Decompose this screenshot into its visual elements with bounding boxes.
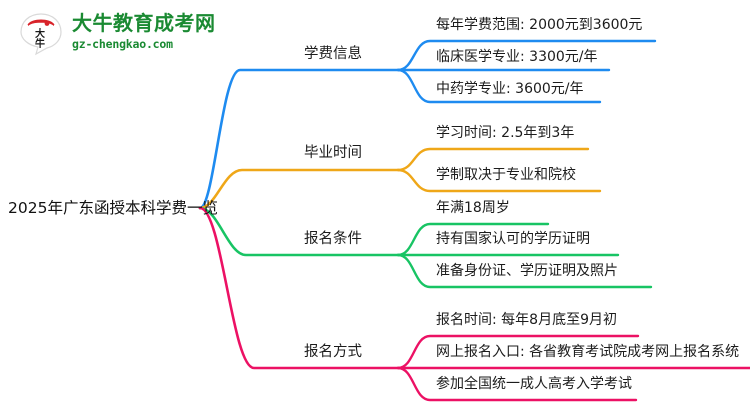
- branch-connector-3: [198, 206, 653, 289]
- leaf-label-3-1: 年满18周岁: [436, 200, 510, 216]
- leaf-label-1-2: 临床医学专业: 3300元/年: [436, 49, 598, 65]
- logo-brand-url: gz-chengkao.com: [72, 37, 173, 51]
- branch-label-3: 报名条件: [304, 231, 362, 247]
- logo-brand-name: 大牛教育成考网: [72, 11, 216, 35]
- leaf-label-2-1: 学习时间: 2.5年到3年: [436, 125, 575, 141]
- leaf-label-3-3: 准备身份证、学历证明及照片: [436, 263, 618, 279]
- svg-text:牛: 牛: [35, 37, 45, 50]
- branch-connector-4: [198, 206, 750, 402]
- leaf-label-3-2: 持有国家认可的学历证明: [436, 231, 590, 247]
- root-node-label: 2025年广东函授本科学费一览: [8, 199, 218, 217]
- leaf-label-1-3: 中药学专业: 3600元/年: [436, 81, 584, 97]
- leaf-label-4-2: 网上报名入口: 各省教育考试院成考网上报名系统: [436, 344, 740, 360]
- branch-connector-2: [198, 147, 602, 210]
- svg-text:大: 大: [35, 27, 45, 40]
- leaf-label-4-3: 参加全国统一成人高考入学考试: [436, 376, 632, 392]
- branch-label-1: 学费信息: [304, 46, 362, 62]
- branch-label-2: 毕业时间: [304, 145, 362, 161]
- logo-text-block: 大牛教育成考网 gz-chengkao.com: [72, 10, 252, 56]
- logo-mark-icon: 大 牛: [20, 13, 62, 56]
- branch-label-4: 报名方式: [304, 344, 362, 360]
- leaf-label-2-2: 学制取决于专业和院校: [436, 167, 576, 183]
- leaf-label-1-1: 每年学费范围: 2000元到3600元: [436, 17, 643, 33]
- branch-connector-1: [198, 39, 657, 210]
- leaf-label-4-1: 报名时间: 每年8月底至9月初: [436, 312, 617, 328]
- site-logo: 大 牛 大牛教育成考网 gz-chengkao.com: [18, 10, 248, 58]
